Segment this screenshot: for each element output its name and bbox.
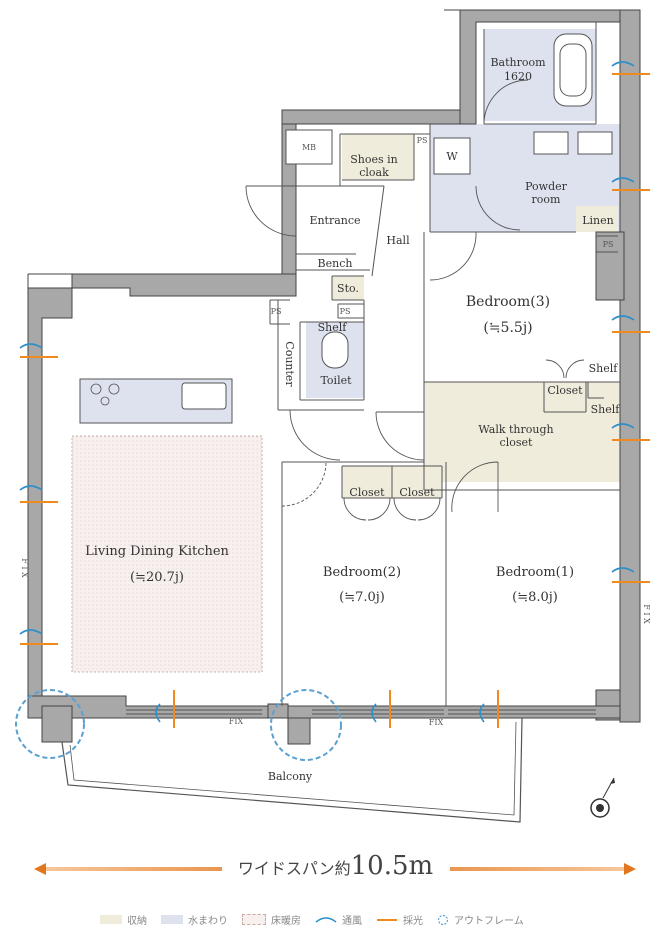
linen-zone (576, 206, 618, 232)
floor-heating-swatch (242, 914, 266, 925)
bedroom2-size: (≒7.0j) (339, 590, 385, 605)
bathtub (553, 33, 593, 107)
fix-label-left: F I X (20, 558, 29, 578)
walk-closet-label: Walk through (478, 423, 553, 436)
ps-label-4: PS (340, 307, 351, 316)
bedroom1-label: Bedroom(1) (496, 565, 574, 580)
powder-label: Powder (525, 180, 568, 193)
vanity-left (533, 131, 569, 155)
compass-icon (590, 777, 615, 818)
washer-box (433, 137, 471, 175)
shoes-label: Shoes in (350, 153, 398, 166)
wall-right (595, 9, 641, 723)
toilet-bowl (321, 331, 349, 369)
bedroom3-label: Bedroom(3) (466, 294, 550, 310)
ldk-size: (≒20.7j) (130, 570, 184, 585)
ventilation-icon (315, 917, 337, 923)
balcony-outline (61, 717, 523, 823)
wall-right-inner (595, 231, 625, 301)
wall-top-ldk (28, 273, 297, 297)
span-arrow (34, 858, 636, 882)
toilet-label: Toilet (320, 374, 352, 387)
powder-label-2: room (532, 193, 562, 206)
storage-swatch (100, 915, 122, 924)
vent-markers (19, 61, 650, 728)
legend-outframe: アウトフレーム (437, 912, 524, 927)
outframe-mark-left (15, 689, 85, 759)
wall-bottom (27, 695, 621, 719)
water-swatch (161, 915, 183, 924)
bottom-windows (126, 709, 596, 715)
wall-pillar-left (41, 705, 73, 743)
walk-closet-zone (424, 382, 620, 482)
span-caption: ワイドスパン約10.5m (0, 851, 671, 881)
legend-water-label: 水まわり (188, 916, 228, 927)
wall-left (27, 274, 73, 707)
interior-walls (269, 22, 620, 706)
fix-label-2: FIX (429, 718, 444, 727)
sink (181, 382, 227, 410)
legend-floor-heating: 床暖房 (242, 912, 301, 927)
outframe-mark-mid (270, 689, 342, 761)
wall-top-mid (281, 109, 461, 125)
legend-storage-label: 収納 (127, 916, 147, 927)
entrance-label: Entrance (309, 214, 360, 227)
closet-b2-label-1: Closet (349, 486, 385, 499)
wall-pillar-mid (267, 703, 311, 745)
hall-label: Hall (386, 234, 410, 247)
legend-outframe-label: アウトフレーム (454, 916, 524, 927)
bedroom3-size: (≒5.5j) (483, 320, 532, 336)
washer-label: W (446, 150, 458, 163)
linen-label: Linen (582, 214, 614, 227)
legend-floor-heating-label: 床暖房 (271, 916, 301, 927)
closet-b2-label-2: Closet (399, 486, 435, 499)
legend-water: 水まわり (161, 912, 228, 927)
shelf-label-2: Shelf (591, 403, 621, 416)
sto-label: Sto. (337, 282, 359, 295)
bathtub-inner (559, 43, 587, 97)
bedroom1-size: (≒8.0j) (512, 590, 558, 605)
shoes-zone (342, 134, 414, 180)
legend-ventilation: 通風 (315, 912, 362, 927)
shelf-label-1: Shelf (589, 362, 619, 375)
shoes-label-2: cloak (359, 166, 389, 179)
mb-label: MB (302, 143, 316, 152)
outframe-icon (437, 914, 449, 925)
span-label: ワイドスパン約 (237, 859, 351, 878)
closet-b3-zone (544, 382, 586, 412)
fix-label-right: F I X (642, 604, 651, 624)
span-value: 10.5m (350, 851, 434, 881)
walk-closet-label-2: closet (500, 436, 533, 449)
balcony-label: Balcony (268, 770, 313, 783)
stove-icon (90, 383, 120, 406)
shelf-toilet-label: Shelf (318, 321, 348, 334)
vanity-right (577, 131, 613, 155)
legend-ventilation-label: 通風 (342, 916, 362, 927)
bench-label: Bench (318, 257, 353, 270)
legend-storage: 収納 (100, 912, 147, 927)
closet-b3-label: Closet (547, 384, 583, 397)
fix-label-1: FIX (229, 717, 244, 726)
daylight-icon (377, 919, 397, 921)
sto-zone (332, 276, 364, 300)
floor-heating-zone (71, 435, 263, 673)
bathroom-size: 1620 (504, 70, 532, 83)
ps-label-3: PS (271, 307, 282, 316)
ldk-label: Living Dining Kitchen (85, 544, 229, 559)
ps-label-1: PS (417, 136, 428, 145)
legend-daylight: 採光 (376, 912, 423, 927)
mb-box (285, 129, 333, 165)
bedroom2-label: Bedroom(2) (323, 565, 401, 580)
counter-label: Counter (283, 341, 296, 387)
ps-label-2: PS (603, 240, 614, 249)
bathroom-label: Bathroom (490, 56, 546, 69)
legend: 収納 水まわり 床暖房 通風 採光 アウトフレーム (100, 912, 524, 927)
doors (245, 79, 585, 521)
legend-daylight-label: 採光 (403, 916, 423, 927)
